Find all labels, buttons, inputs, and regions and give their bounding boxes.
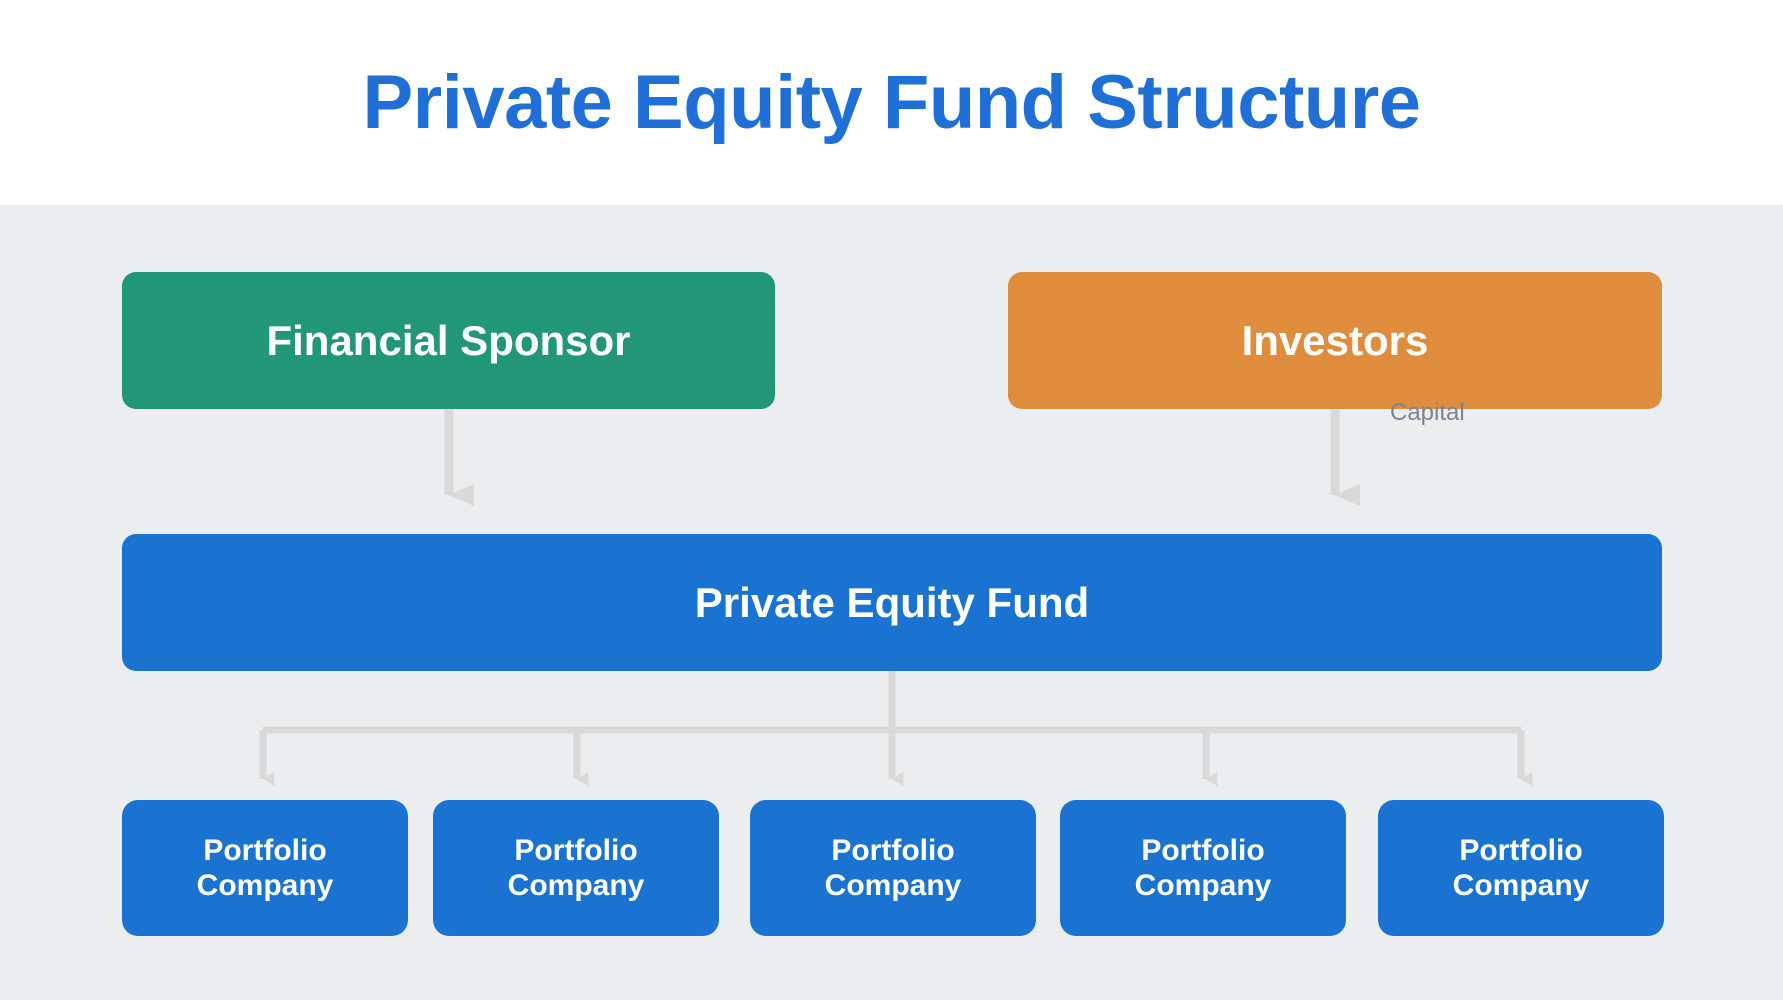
diagram-canvas: Financial Sponsor Investors Capital Priv… — [0, 205, 1783, 1000]
node-portfolio-company-3-label: Portfolio Company — [824, 833, 962, 902]
node-portfolio-company-2-label: Portfolio Company — [507, 833, 645, 902]
node-investors[interactable]: Investors — [1008, 272, 1662, 409]
node-private-equity-fund-label: Private Equity Fund — [694, 578, 1090, 626]
node-portfolio-company-5[interactable]: Portfolio Company — [1378, 800, 1664, 936]
node-private-equity-fund[interactable]: Private Equity Fund — [122, 534, 1662, 671]
node-portfolio-company-4[interactable]: Portfolio Company — [1060, 800, 1346, 936]
arrow-fund-to-bus — [263, 671, 1521, 734]
node-portfolio-company-1[interactable]: Portfolio Company — [122, 800, 408, 936]
page-header: Private Equity Fund Structure — [0, 0, 1783, 205]
node-investors-label: Investors — [1241, 316, 1429, 364]
node-financial-sponsor-label: Financial Sponsor — [266, 316, 631, 364]
node-financial-sponsor[interactable]: Financial Sponsor — [122, 272, 775, 409]
node-portfolio-company-3[interactable]: Portfolio Company — [750, 800, 1036, 936]
node-portfolio-company-4-label: Portfolio Company — [1134, 833, 1272, 902]
edge-label-capital: Capital — [1390, 399, 1465, 426]
node-portfolio-company-1-label: Portfolio Company — [196, 833, 334, 902]
node-portfolio-company-2[interactable]: Portfolio Company — [433, 800, 719, 936]
page-title: Private Equity Fund Structure — [362, 59, 1421, 145]
node-portfolio-company-5-label: Portfolio Company — [1452, 833, 1590, 902]
